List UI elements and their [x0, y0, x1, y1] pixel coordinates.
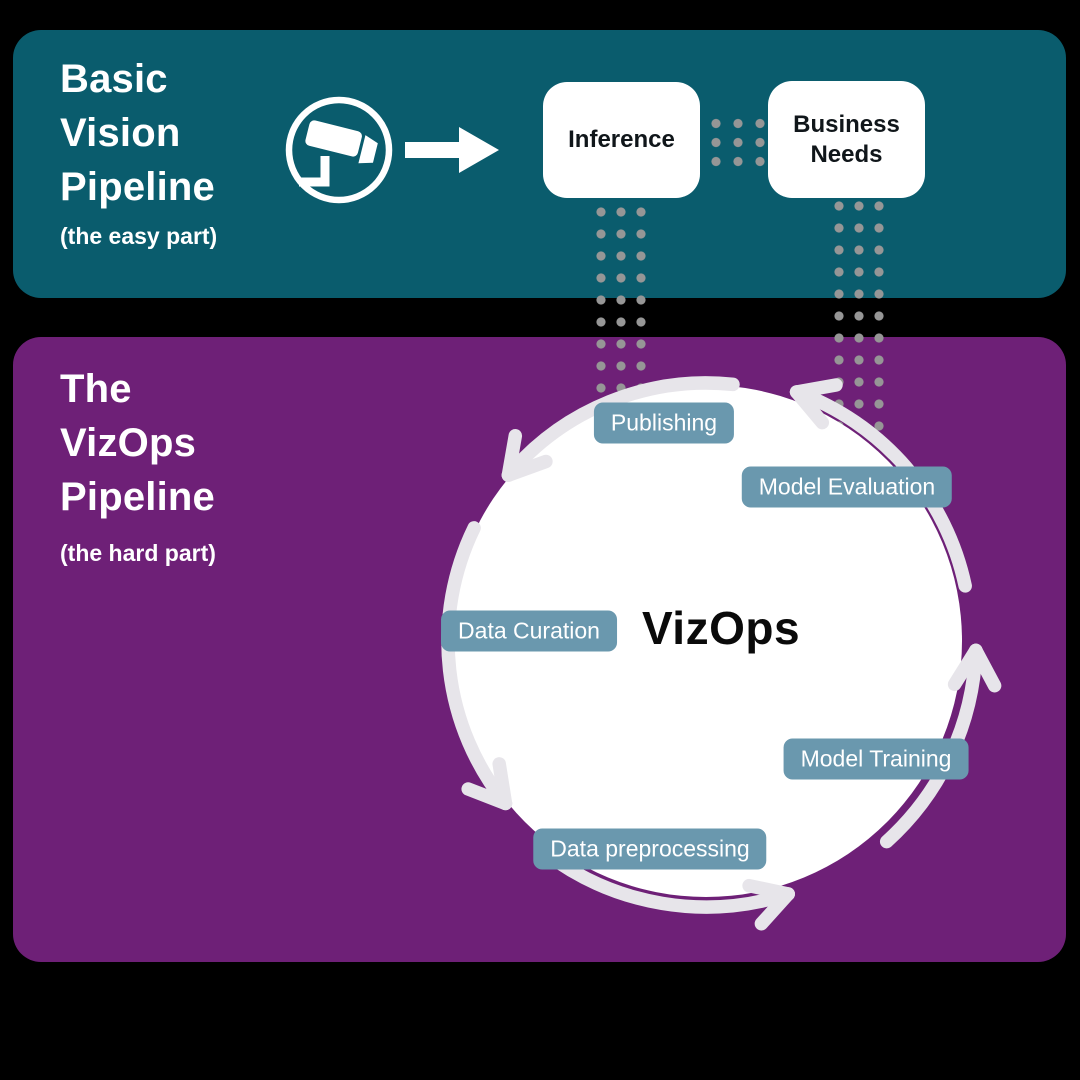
vizops-pipeline-subtitle: (the hard part) — [60, 540, 216, 566]
basic-pipeline-subtitle: (the easy part) — [60, 223, 218, 249]
cycle-step-publishing: Publishing — [593, 402, 735, 444]
business-needs-node: Business Needs — [768, 81, 925, 198]
basic-title-line-1: Basic — [60, 57, 168, 101]
business-needs-label: Business Needs — [793, 110, 900, 168]
vizops-title-line-1: The — [60, 367, 132, 411]
basic-pipeline-title: Basic Vision Pipeline — [60, 52, 215, 214]
basic-title-line-3: Pipeline — [60, 165, 215, 209]
vizops-pipeline-title: The VizOps Pipeline — [60, 362, 215, 524]
cycle-step-model-training: Model Training — [783, 738, 969, 780]
cycle-step-data-curation: Data Curation — [441, 610, 617, 652]
right-arrow-icon — [405, 127, 499, 173]
dotted-connector-business-down — [829, 195, 889, 437]
cycle-center-label: VizOps — [641, 602, 801, 654]
basic-title-line-2: Vision — [60, 111, 181, 155]
inference-label: Inference — [568, 126, 675, 153]
cycle-step-model-evaluation: Model Evaluation — [741, 466, 953, 508]
vizops-title-line-2: VizOps — [60, 421, 197, 465]
dotted-connector-inference-business — [705, 114, 771, 171]
cctv-camera-icon — [285, 96, 393, 204]
dotted-connector-inference-down — [591, 201, 651, 399]
vizops-title-line-3: Pipeline — [60, 475, 215, 519]
inference-node: Inference — [543, 82, 700, 198]
cycle-step-data-preprocessing: Data preprocessing — [533, 828, 767, 870]
